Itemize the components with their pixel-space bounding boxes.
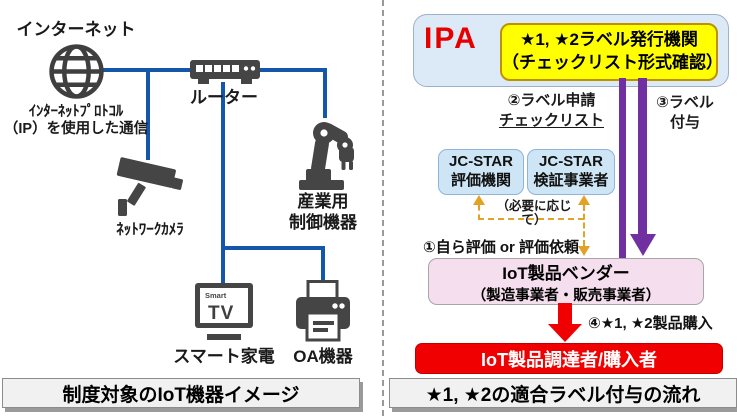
network-line-to-tv xyxy=(221,246,225,285)
network-line-branch xyxy=(221,246,325,250)
oa-equipment-label: OA機器 xyxy=(293,347,353,366)
ip-protocol-note: ｲﾝﾀｰﾈｯﾄﾌﾟﾛﾄｺﾙ （IP）を使用した通信 xyxy=(0,104,152,137)
network-line-to-robot xyxy=(323,68,327,118)
jcstar-eval-line2: 評価機関 xyxy=(450,172,511,189)
step1-label: ①自ら評価 or 評価依頼 xyxy=(423,239,580,256)
left-caption-text: 制度対象のIoT機器イメージ xyxy=(62,384,300,406)
label-issuer-box: ★1, ★2ラベル発行機関 （チェックリスト形式確認） xyxy=(500,23,723,81)
vendor-line1: IoT製品ベンダー xyxy=(502,263,630,283)
purchase-arrowhead xyxy=(548,324,582,342)
router-label: ルーター xyxy=(190,88,258,107)
dashed-arrowhead-up-verify xyxy=(578,195,590,205)
industrial-label-line1: 産業用 xyxy=(297,192,349,211)
left-panel: インターネット ｲﾝﾀｰﾈｯﾄﾌﾟﾛﾄｺﾙ （IP）を使用した通信 xyxy=(0,20,374,408)
vendor-line2: （製造事業者・販売事業者） xyxy=(471,287,661,304)
router-icon xyxy=(190,60,260,84)
step2-line2: チェックリスト xyxy=(498,111,604,129)
purchase-arrow-shaft xyxy=(558,303,572,324)
procurer-text: IoT製品調達者/購入者 xyxy=(481,349,657,370)
jcstar-verification-box: JC-STAR 検証事業者 xyxy=(527,149,615,195)
ip-protocol-note-line2: （IP）を使用した通信 xyxy=(3,120,149,137)
network-line-to-camera xyxy=(146,68,150,160)
ip-protocol-note-line1: ｲﾝﾀｰﾈｯﾄﾌﾟﾛﾄｺﾙ xyxy=(28,104,124,120)
industrial-equipment-label: 産業用 制御機器 xyxy=(272,192,374,233)
network-line-to-printer xyxy=(321,246,325,283)
industrial-label-line2: 制御機器 xyxy=(289,212,357,232)
right-panel: IPA ★1, ★2ラベル発行機関 （チェックリスト形式確認） ②ラベル申請 チ… xyxy=(383,0,737,416)
dashed-arrowhead-down-vendor xyxy=(578,246,590,256)
smart-tv-label: スマート家電 xyxy=(173,347,275,366)
label-grant-arrow-shaft xyxy=(638,78,647,235)
step2-label: ②ラベル申請 チェックリスト xyxy=(490,91,613,130)
tv-screen-tv-text: TV xyxy=(208,303,234,324)
smart-tv-icon: Smart TV xyxy=(195,283,253,340)
printer-icon xyxy=(296,280,350,342)
step4-label: ④★1, ★2製品購入 xyxy=(588,315,713,332)
iot-procurer-box: IoT製品調達者/購入者 xyxy=(415,343,723,374)
left-caption-bar: 制度対象のIoT機器イメージ xyxy=(2,378,360,408)
label-grant-arrowhead xyxy=(630,234,656,256)
step2-line1: ②ラベル申請 xyxy=(507,92,596,109)
dashed-line-eval xyxy=(478,205,480,220)
dashed-arrowhead-up-eval xyxy=(473,195,485,205)
right-caption-text: ★1, ★2の適合ラベル付与の流れ xyxy=(425,384,701,406)
jcstar-evaluation-box: JC-STAR 評価機関 xyxy=(438,149,524,195)
jcstar-eval-line1: JC-STAR xyxy=(449,153,513,171)
industrial-robot-icon xyxy=(299,122,354,190)
network-camera-icon xyxy=(116,157,183,216)
internet-label: インターネット xyxy=(16,20,136,39)
globe-icon xyxy=(49,44,104,99)
network-line-router-down xyxy=(221,82,225,250)
ipa-label: IPA xyxy=(424,22,478,55)
iot-vendor-box: IoT製品ベンダー （製造事業者・販売事業者） xyxy=(428,258,704,305)
label-issuer-line2: （チェックリスト形式確認） xyxy=(502,53,723,72)
jcstar-verify-line2: 検証事業者 xyxy=(533,172,609,189)
tv-screen-smart-text: Smart xyxy=(205,291,227,300)
label-issuer-line1: ★1, ★2ラベル発行機関 xyxy=(520,30,698,50)
label-apply-arrow xyxy=(619,78,626,258)
panel-divider xyxy=(382,0,384,416)
step3-label: ③ラベル 付与 xyxy=(648,93,722,132)
step3-line1: ③ラベル xyxy=(656,94,714,111)
step3-line2: 付与 xyxy=(669,113,700,131)
jcstar-verify-line1: JC-STAR xyxy=(539,153,603,171)
dashed-line-verify xyxy=(583,205,585,246)
as-needed-note: （必要に応じて） xyxy=(496,199,572,228)
network-camera-label: ﾈｯﾄﾜｰｸｶﾒﾗ xyxy=(116,221,184,238)
right-caption-bar: ★1, ★2の適合ラベル付与の流れ xyxy=(389,378,737,408)
dashed-line-horizontal xyxy=(478,218,584,220)
